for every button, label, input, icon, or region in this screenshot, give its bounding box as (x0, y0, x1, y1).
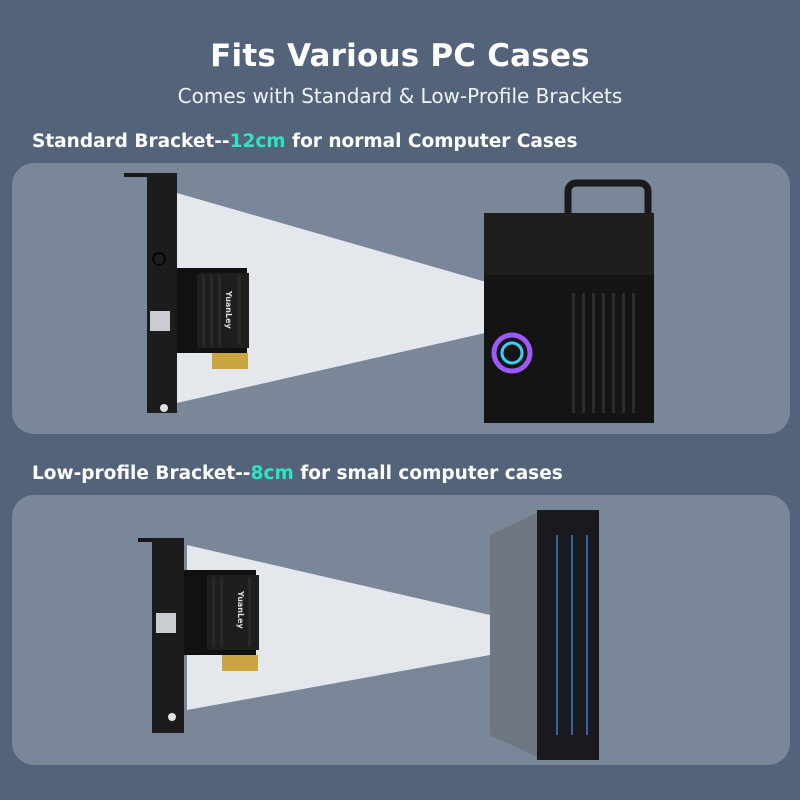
light-beam (187, 545, 490, 710)
low-profile-bracket-illustration: YuanLey (138, 510, 599, 760)
heading-prefix: Low-profile Bracket-- (32, 463, 251, 484)
standard-bracket-heading: Standard Bracket--12cm for normal Comput… (32, 131, 577, 152)
screw-icon (152, 252, 166, 266)
card-brand-label: YuanLey (224, 290, 233, 330)
card-brand-label: YuanLey (236, 590, 245, 630)
ethernet-port-icon (150, 311, 170, 331)
tower-pc-case (484, 179, 654, 423)
heading-suffix: for small computer cases (293, 463, 563, 484)
low-profile-bracket-panel: YuanLey (12, 495, 790, 765)
standard-bracket-illustration: YuanLey (124, 173, 654, 423)
mini-pc-case (490, 510, 599, 760)
rgb-fan-icon (491, 332, 533, 374)
heading-suffix: for normal Computer Cases (285, 131, 578, 152)
network-card-low-profile: YuanLey (138, 538, 259, 733)
heading-highlight: 12cm (229, 131, 286, 152)
low-profile-bracket-heading: Low-profile Bracket--8cm for small compu… (32, 463, 563, 484)
page-title: Fits Various PC Cases (210, 38, 590, 74)
standard-bracket-panel: YuanLey (12, 163, 790, 434)
network-card-standard: YuanLey (124, 173, 249, 413)
page-subtitle: Comes with Standard & Low-Profile Bracke… (177, 84, 623, 108)
ethernet-port-icon (156, 613, 176, 633)
heading-prefix: Standard Bracket-- (32, 131, 230, 152)
light-beam (177, 193, 507, 403)
heading-highlight: 8cm (250, 463, 294, 484)
